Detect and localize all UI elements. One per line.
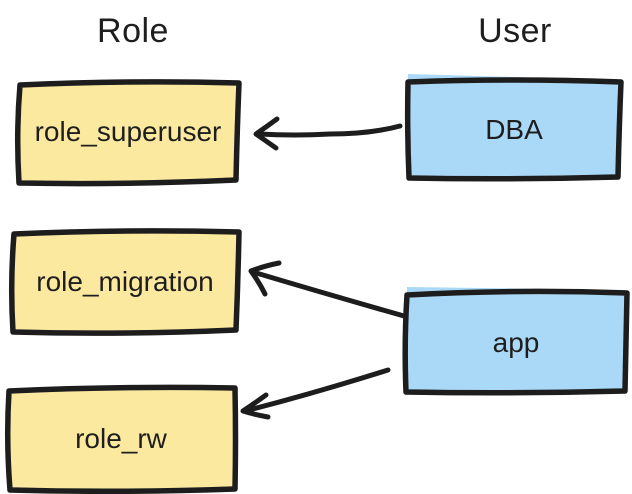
arrow-app-to-role-migration (248, 260, 407, 319)
role-superuser-box (14, 79, 242, 187)
arrow-dba-to-role-superuser (253, 116, 403, 151)
arrow-shaft (246, 367, 391, 413)
arrow-head-icon (253, 116, 280, 151)
node-role-migration (8, 228, 242, 336)
role-migration-box (8, 228, 242, 336)
arrow-app-to-role-rw (240, 367, 391, 420)
role-rw-box (4, 384, 239, 494)
app-box (402, 288, 630, 396)
column-header-user: User (478, 11, 552, 50)
column-header-role: Role (97, 11, 169, 50)
node-role-superuser (14, 79, 242, 187)
arrow-shaft (256, 123, 403, 138)
node-app (402, 288, 630, 396)
node-role-rw (4, 384, 239, 494)
arrow-head-icon (240, 392, 271, 420)
node-dba (404, 77, 624, 182)
dba-box (404, 77, 624, 182)
arrow-shaft (250, 269, 407, 319)
arrow-head-icon (248, 260, 282, 297)
